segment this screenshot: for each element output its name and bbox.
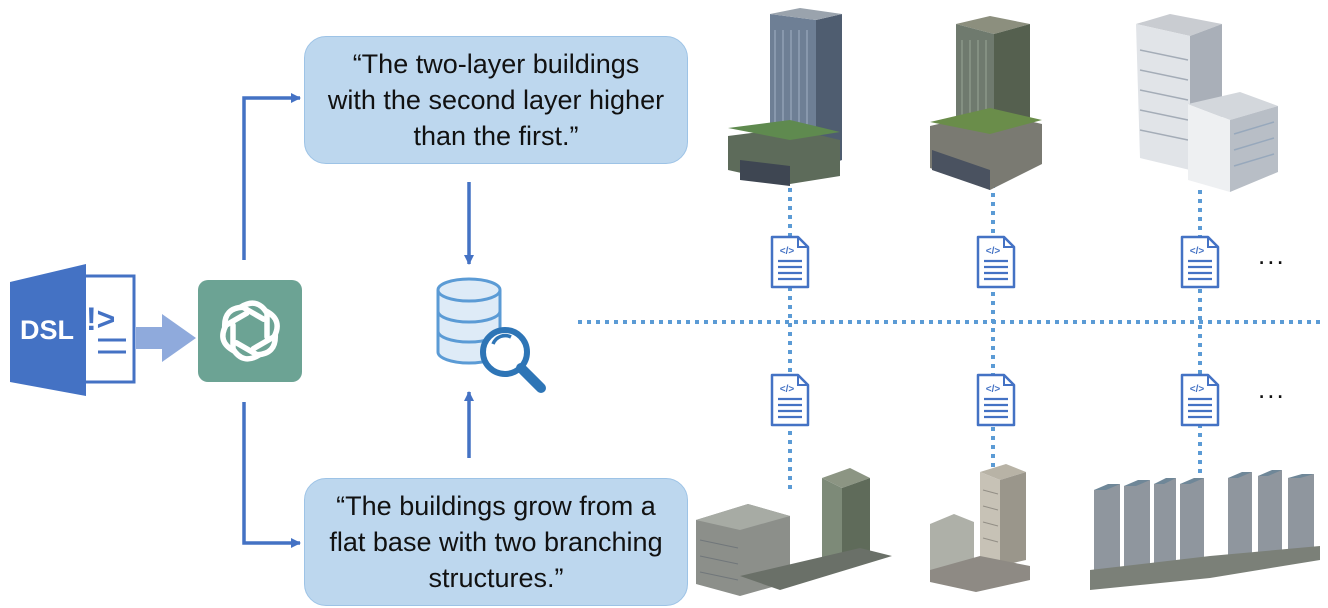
code-document-icon: </> <box>1180 235 1220 289</box>
code-document-icon: </> <box>770 235 810 289</box>
code-document-glyph: </> <box>1190 246 1205 257</box>
magnifier-icon <box>480 327 546 393</box>
code-document-icon: </> <box>976 235 1016 289</box>
building-image-top-1 <box>728 8 842 186</box>
code-document-glyph: </> <box>780 246 795 257</box>
code-document-glyph: </> <box>1190 384 1205 395</box>
code-document-glyph: </> <box>986 246 1001 257</box>
building-image-bottom-2 <box>930 464 1030 592</box>
ellipsis-bottom: ... <box>1258 374 1286 404</box>
top-query-text: “The two-layer buildings with the second… <box>327 49 665 151</box>
openai-logo-icon <box>198 280 302 382</box>
code-document-glyph: </> <box>986 384 1001 395</box>
top-query-box: “The two-layer buildings with the second… <box>304 36 688 164</box>
building-image-top-2 <box>930 16 1042 190</box>
dsl-label: DSL <box>20 315 74 345</box>
llm-to-top-query-arrow <box>242 93 301 260</box>
ellipsis-top: ... <box>1258 240 1286 270</box>
code-document-icons: </> </> </> </> </> </> <box>770 235 1220 427</box>
dsl-to-llm-arrow <box>136 314 196 362</box>
bottom-query-text: “The buildings grow from a flat base wit… <box>329 491 663 593</box>
dotted-separators <box>578 170 1322 492</box>
code-document-icon: </> <box>770 373 810 427</box>
building-image-bottom-3 <box>1090 470 1320 590</box>
dsl-file-icon: !> DSL <box>10 264 136 396</box>
llm-to-bottom-query-arrow <box>242 402 301 548</box>
code-document-glyph: </> <box>780 384 795 395</box>
dsl-glyph: !> <box>86 301 115 337</box>
code-document-icon: </> <box>1180 373 1220 427</box>
code-document-icon: </> <box>976 373 1016 427</box>
building-image-bottom-1 <box>696 468 892 596</box>
bottom-query-box: “The buildings grow from a flat base wit… <box>304 478 688 606</box>
building-image-top-3 <box>1136 14 1278 192</box>
